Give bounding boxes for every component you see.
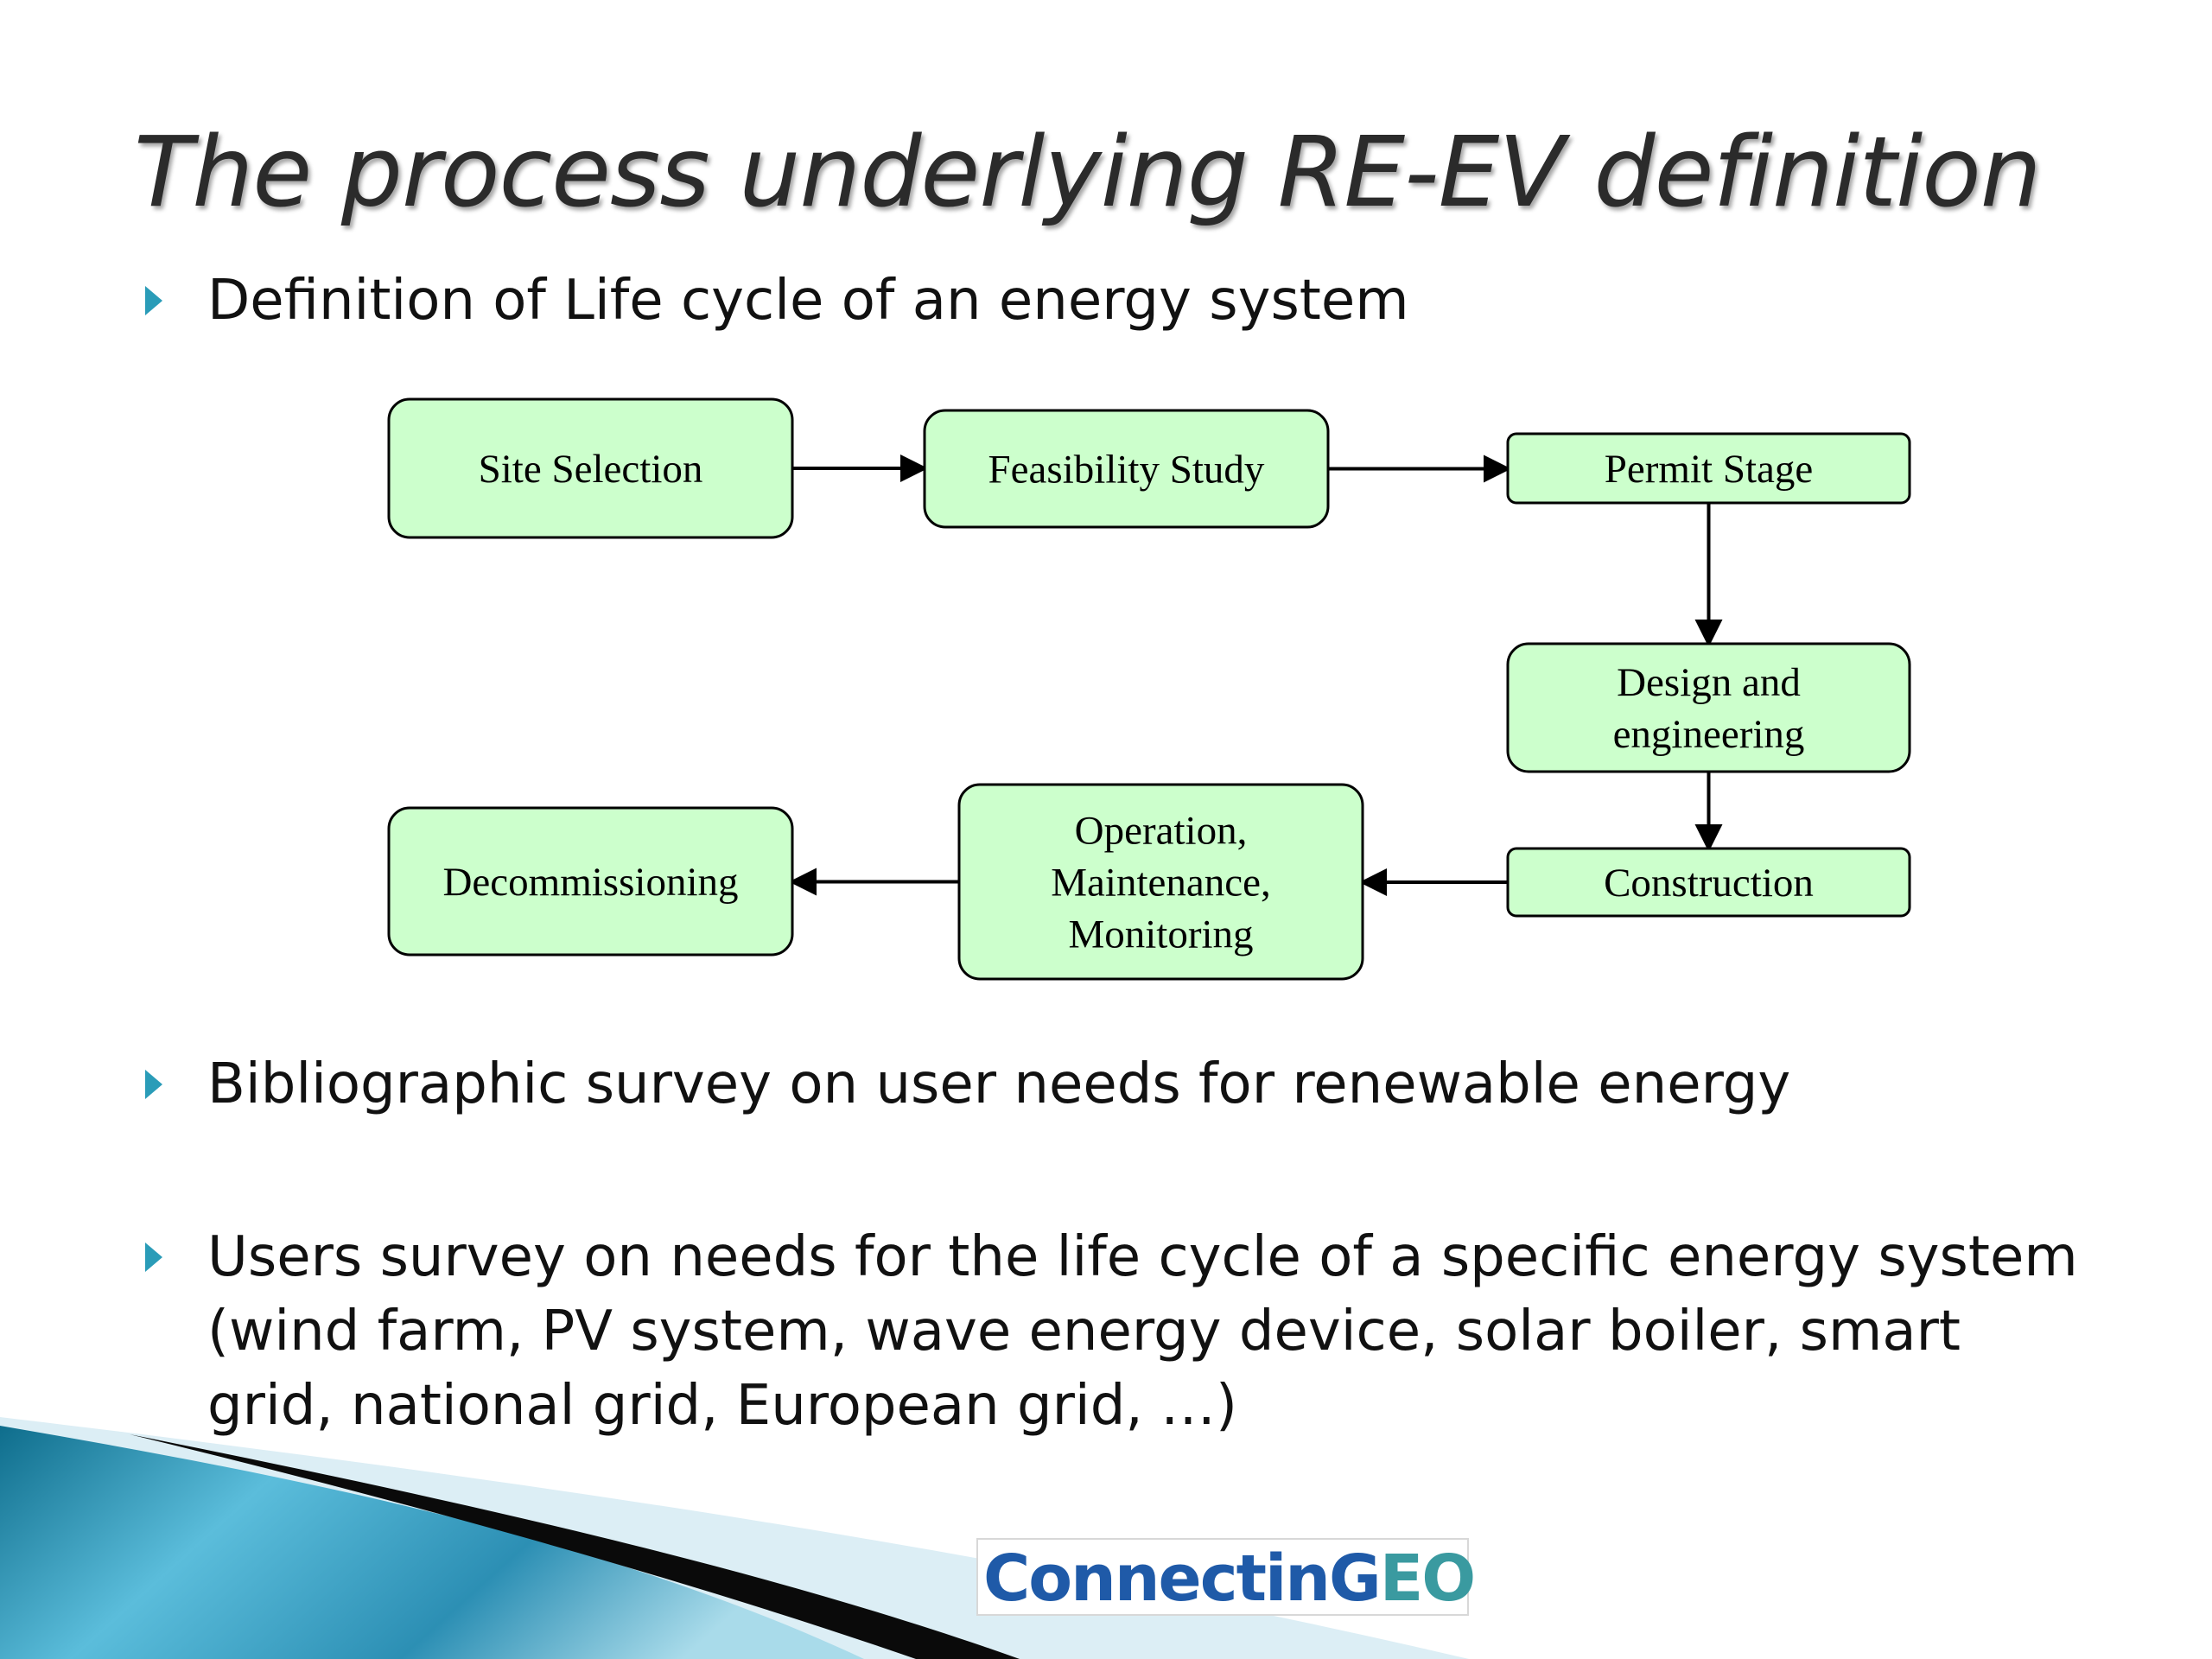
bullet-item-bibliographic-survey: Bibliographic survey on user needs for r… (145, 1047, 2091, 1122)
slide-title: The process underlying RE-EV definition (134, 117, 2042, 229)
node-permit-stage: Permit Stage (1506, 432, 1911, 505)
node-label: Design and (1617, 660, 1801, 705)
node-label: Maintenance, (1051, 861, 1270, 906)
node-feasibility-study: Feasibility Study (923, 409, 1330, 529)
node-design-engineering: Design and engineering (1506, 642, 1911, 773)
bullet-item-life-cycle: Definition of Life cycle of an energy sy… (145, 264, 2091, 338)
swoosh-blue (0, 1426, 864, 1659)
node-operation: Operation, Maintenance, Monitoring (957, 783, 1364, 981)
node-box (1506, 432, 1911, 505)
diagram-edges (789, 454, 1723, 896)
bullet-text: Definition of Life cycle of an energy sy… (207, 269, 1409, 333)
node-site-selection: Site Selection (387, 397, 794, 539)
logo-word-primary: ConnectinG (983, 1541, 1382, 1616)
swoosh-dark-stroke (130, 1434, 1020, 1659)
node-box (387, 397, 794, 539)
node-box (387, 806, 794, 957)
bullet-triangle-icon (145, 286, 162, 315)
node-label: Permit Stage (1605, 447, 1814, 492)
node-label: Operation, (1075, 809, 1248, 854)
node-label: Monitoring (1068, 912, 1253, 957)
diagram-nodes: Site Selection Feasibility Study Permit St… (387, 397, 1911, 981)
node-box (957, 783, 1364, 981)
node-box (1506, 642, 1911, 773)
node-construction: Construction (1506, 847, 1911, 918)
logo-text: ConnectinGEO (983, 1545, 1476, 1612)
bullet-item-users-survey: Users survey on needs for the life cycle… (145, 1220, 2091, 1443)
node-label: Decommissioning (442, 860, 738, 905)
node-label: Site Selection (479, 447, 703, 492)
node-box (923, 409, 1330, 529)
node-label: Construction (1604, 861, 1814, 906)
node-label: engineering (1613, 712, 1805, 757)
bullet-triangle-icon (145, 1070, 162, 1099)
node-decommissioning: Decommissioning (387, 806, 794, 957)
node-box (1506, 847, 1911, 918)
bullet-triangle-icon (145, 1243, 162, 1272)
bullet-text: Users survey on needs for the life cycle… (207, 1225, 2078, 1438)
bullet-text: Bibliographic survey on user needs for r… (207, 1052, 1791, 1116)
logo-word-secondary: EO (1379, 1541, 1476, 1616)
node-label: Feasibility Study (988, 448, 1265, 493)
connectingeo-logo: ConnectinGEO (976, 1538, 1476, 1616)
